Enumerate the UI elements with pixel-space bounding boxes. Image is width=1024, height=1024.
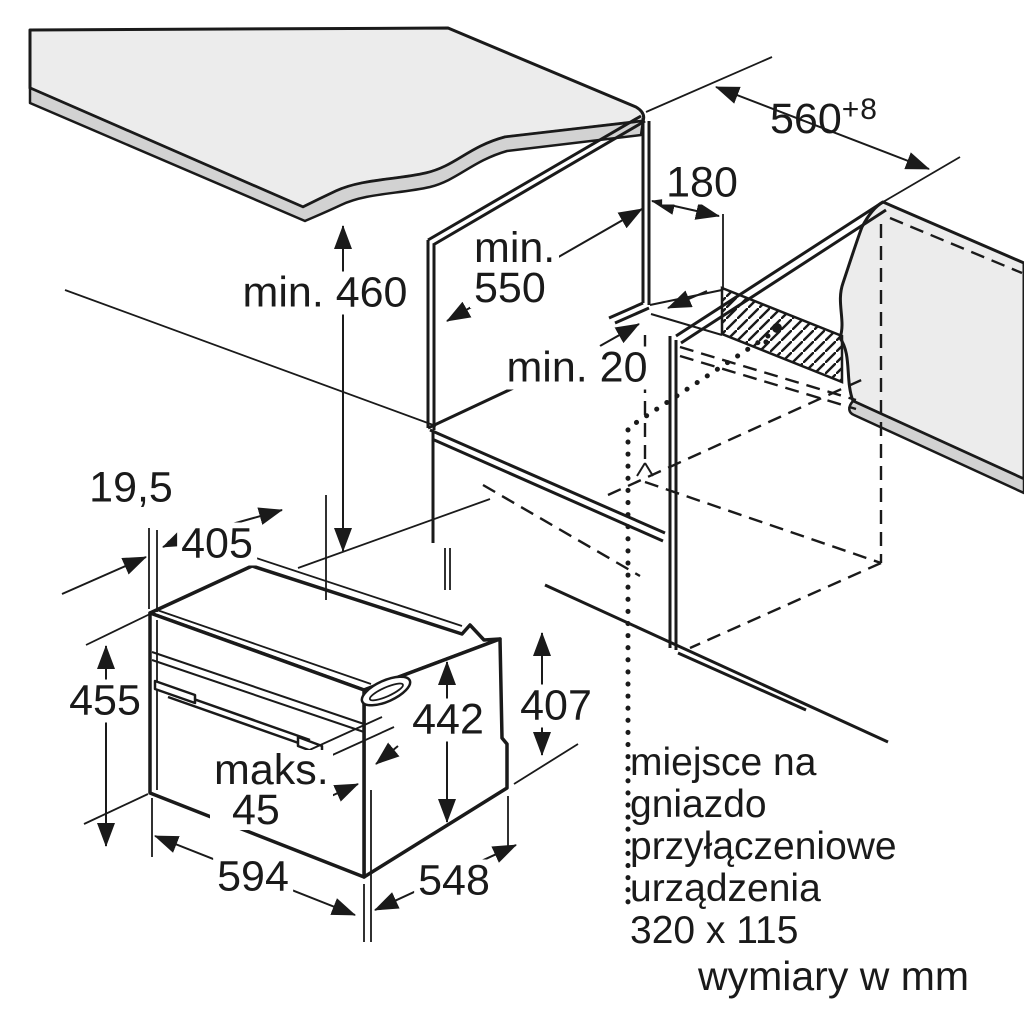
oven-handle-mount-left (153, 679, 197, 705)
socket-dot (772, 323, 782, 333)
countertop-right (838, 200, 1024, 495)
witness-maks45-a (304, 716, 383, 753)
label-niche-width: 560+8 (766, 90, 882, 141)
units-note: wymiary w mm (698, 953, 970, 999)
label-door-gap-line2: 45 (232, 786, 280, 834)
label-oven-height: 455 (65, 679, 145, 723)
dim-20-arrow-b (667, 290, 708, 309)
witness-460-bottom (297, 498, 491, 569)
dim-560 (715, 86, 930, 170)
dim-45-arrow-b (375, 742, 400, 765)
countertop-right-front-edge (848, 399, 1024, 495)
niche-floor-front-edge (429, 428, 666, 535)
oven-handle-bar-bottom (167, 695, 311, 749)
oven-panel-line-top (151, 651, 365, 725)
socket-note-line: gniazdo (630, 783, 767, 826)
socket-note: miejsce na gniazdo przyłączeniowe urządz… (630, 742, 897, 952)
label-rear-gap: min. 20 (502, 346, 652, 390)
cabinet-bottom-step2 (614, 306, 650, 325)
label-niche-width-value: 560 (770, 95, 842, 143)
hidden-under-counter (889, 216, 1023, 275)
witness-lines (64, 56, 961, 942)
socket-hatch (720, 286, 844, 384)
dim-195-arrow-a (61, 556, 147, 595)
side-cabinet-bottom-edge2 (677, 651, 807, 712)
witness-560-left (645, 56, 773, 113)
dim-20-arrow-a (599, 323, 640, 347)
hidden-edge-fork (636, 462, 654, 477)
niche-rear-edge-top (649, 289, 723, 306)
oven-top-flange-line (156, 609, 372, 685)
niche-floor-side-edge (427, 382, 523, 430)
socket-note-line: przyłączeniowe (630, 825, 897, 868)
hidden-edges (482, 216, 1023, 650)
label-niche-width-tolerance: +8 (841, 93, 878, 126)
socket-leader-dotted (625, 333, 771, 908)
oven-side-grip (360, 675, 412, 707)
label-rear-height: 407 (516, 684, 596, 728)
hidden-bottom-front (689, 561, 882, 650)
side-cabinet-top-edge2 (680, 208, 887, 345)
socket-note-line: urządzenia (630, 867, 821, 910)
label-niche-depth-line1: min. (474, 224, 556, 272)
label-niche-depth: min. 550 (470, 227, 560, 310)
socket-note-line: miejsce na (630, 741, 817, 784)
cabinet-bottom-step (608, 301, 644, 320)
oven-panel-line-bottom (151, 659, 365, 733)
label-door-gap: maks. 45 (210, 749, 333, 834)
witness-407-bottom (513, 743, 579, 785)
hidden-wall-top (679, 345, 857, 402)
oven-top-rear-line (249, 555, 463, 627)
hidden-wall-top2 (679, 354, 857, 411)
label-door-gap-line1: maks. (214, 746, 329, 794)
socket-dot-small (763, 339, 769, 345)
socket-note-line: 320 x 115 (630, 909, 799, 952)
label-niche-depth-line2: 550 (474, 264, 546, 312)
hidden-niche-bottom (644, 480, 882, 565)
label-oven-depth: 548 (414, 859, 494, 903)
countertop-right-top-surface (838, 200, 1024, 481)
side-cabinet-bottom-edge (544, 583, 889, 744)
label-socket-offset: 180 (662, 161, 742, 205)
witness-560-right (882, 156, 961, 203)
label-top-inset: 19,5 (85, 466, 177, 510)
socket-area (720, 286, 844, 384)
witness-455-top (85, 613, 151, 646)
witness-455-bottom (83, 793, 149, 825)
countertop-left (28, 26, 646, 223)
hidden-niche-diagonal (607, 375, 869, 497)
label-niche-height: min. 460 (238, 271, 412, 315)
label-top-depth: 405 (177, 522, 257, 566)
hidden-niche-bottom-left (482, 483, 641, 578)
witness-niche-left (64, 289, 437, 427)
side-cabinet (544, 200, 889, 744)
side-cabinet-top-edge (675, 200, 884, 338)
niche-rear-edge-bottom (650, 313, 723, 336)
countertop-left-top-surface (28, 26, 646, 209)
countertop-left-front-edge (28, 86, 645, 223)
label-oven-width: 594 (213, 855, 293, 899)
label-case-height: 442 (408, 698, 488, 742)
niche-floor-front-edge2 (431, 437, 664, 543)
